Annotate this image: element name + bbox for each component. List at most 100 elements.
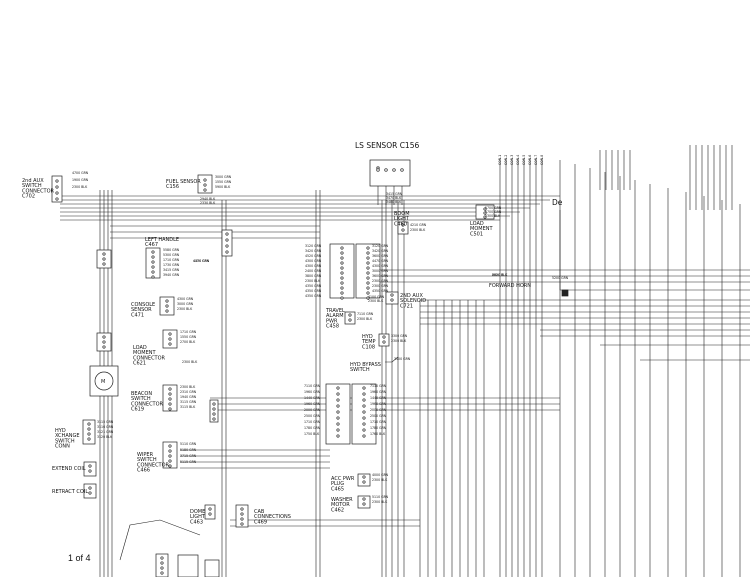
fuel-sensor-pin [203,183,207,187]
console-sensor-pin [165,309,169,313]
top-pin-label: CON-1 [498,155,502,165]
center-lower-right-wire-label: 1440 GRN [370,396,387,400]
acc-pwr-label-line-1: PLUG [331,481,344,487]
cab-connections-pin [240,517,244,521]
horn-terminal [561,289,569,297]
load-moment-conn-pin [168,342,172,346]
travel-alarm-label-line-0: TRAVEL [325,308,345,314]
center-left-wire-label: 3420 GRN [305,249,322,253]
console-sensor-pin [165,299,169,303]
main-connector-left-pin [340,261,344,265]
aux2-switch-label-line-1: SWITCH [22,183,42,189]
fuel-wire-label: 3000 GRN [215,175,232,179]
travel-alarm-body [344,311,356,325]
wiper-switch-pin [168,459,172,463]
left-handle-wire-label: 5580 GRN [163,248,180,252]
boom-light-pin [401,223,405,227]
top-pin-label: CON-3 [510,155,514,165]
beacon-wire-label: 1940 GRN [180,395,197,399]
beacon-switch-label-line-0: BEACON [131,391,152,397]
beacon-switch-label-line-1: SWITCH [131,396,151,402]
lower-connector-left-pin [336,386,340,390]
fuel-sensor-pin [203,178,207,182]
washer-motor-label-line-2: C462 [331,507,344,513]
center-lower-left-wire-label: 1750 BLK [304,432,320,436]
hyd-xchange-pin [87,422,91,426]
main-connector-left-pin [340,251,344,255]
travel-alarm-pin [348,318,352,322]
center-lower-right-wire-label: 1960 GRN [370,402,387,406]
load-moment-c501-wire-label: 5700 GRN [485,206,502,210]
center-lower-left-wire-label: 1780 GRN [304,426,321,430]
main-connector-right-pin [366,266,370,270]
center-right-wire-label: 3420 GRN [372,249,389,253]
aux2-switch-label-line-2: CONNECTOR [22,188,55,194]
hyd-xchange-pin [87,437,91,441]
load-moment-c501-label-line-1: MOMENT [470,226,493,232]
center-lower-left-wire-label: 2000 GRN [304,408,321,412]
center-right-wire-label: 4300 GRN [372,264,389,268]
aux2-solenoid-body [385,291,399,305]
lower-connector-right-pin [362,410,366,414]
extend-coil-label: EXTEND COIL [52,466,86,472]
top-pin-label: CON-4 [516,155,520,165]
lower-connector-right-pin [362,416,366,420]
cab-connections-pin [240,512,244,516]
bus-wire [559,210,750,291]
console-wire-label: 3000 GRN [177,302,194,306]
beacon-wire-label: 2300 BLK [180,385,196,389]
left-handle-pin [151,255,155,259]
hyd-temp-pin [382,335,386,339]
bottom-connector-pin [160,556,164,560]
hyd-xchange-wire-label: 3121 GRN [97,430,114,434]
hyd-xchange-pin [87,427,91,431]
trunk-plug-2-pin [102,340,106,344]
washer-motor-label-line-1: MOTOR [331,502,350,508]
center-lower-left-wire-label: 1960 GRN [304,402,321,406]
plug-c224-body [221,229,233,257]
extend-coil-pin [88,464,92,468]
hyd-temp-body [378,333,390,347]
aux2-switch-pin [55,185,59,189]
boom-light-body [397,221,409,235]
main-connector-left-pin [340,271,344,275]
left-handle-wire-label: 3940 GRN [163,273,180,277]
aux2-switch-pin [55,191,59,195]
hyd-xchange-pin [87,432,91,436]
hyd-xchange-label-line-0: HYD [55,428,66,434]
motor-glyph: M [101,379,105,385]
ls-sensor-pin [400,168,404,172]
top-pin-label: CON-6 [528,155,532,165]
ls-sensor-pin [392,168,396,172]
plug-c224-pin [225,232,229,236]
wiper-switch-label-line-0: WIPER [137,452,154,458]
cab-connections-label-line-0: CAB [254,509,265,515]
boom-light-label-line-0: BOOM [394,211,410,217]
hyd-bypass-label-line-1: SWITCH [350,367,370,373]
corner-glyph: De [552,198,563,207]
travel-alarm-label-line-1: ALARM [326,313,344,319]
left-handle-wire-label: 1710 GRN [163,258,180,262]
center-left-wire-label: 4350 GRN [305,284,322,288]
dome-light-body [204,504,216,520]
center-right-wire-label: 3600 GRN [372,274,389,278]
plug-c400-pin [212,407,216,411]
load-moment-conn-pin [168,332,172,336]
load-moment-c501-label-line-0: LOAD [470,221,484,227]
hyd-xchange-label-line-1: XCHANGE [55,433,80,439]
boom-light-pin [401,228,405,232]
top-runs-wire-label: 3470 BLK [386,196,402,200]
hyd-temp-label-line-0: HYD [362,334,373,340]
ls-sensor-title: LS SENSOR C156 [355,141,419,150]
main-connector-right-pin [366,276,370,280]
main-connector-left-pin [340,276,344,280]
load-moment-c501-wire-label: 5700 GRN [485,210,502,214]
left-handle-wire-label: 5300 GRN [163,253,180,257]
beacon-switch-label-line-3: C619 [131,407,144,413]
left-handle-pin [151,250,155,254]
trunk-plug-1-pin [102,257,106,261]
beacon-wire-label: 3115 BLK [180,405,196,409]
center-left-wire-label: 4300 GRN [305,259,322,263]
center-right-wire-label: 4350 GRN [372,289,389,293]
